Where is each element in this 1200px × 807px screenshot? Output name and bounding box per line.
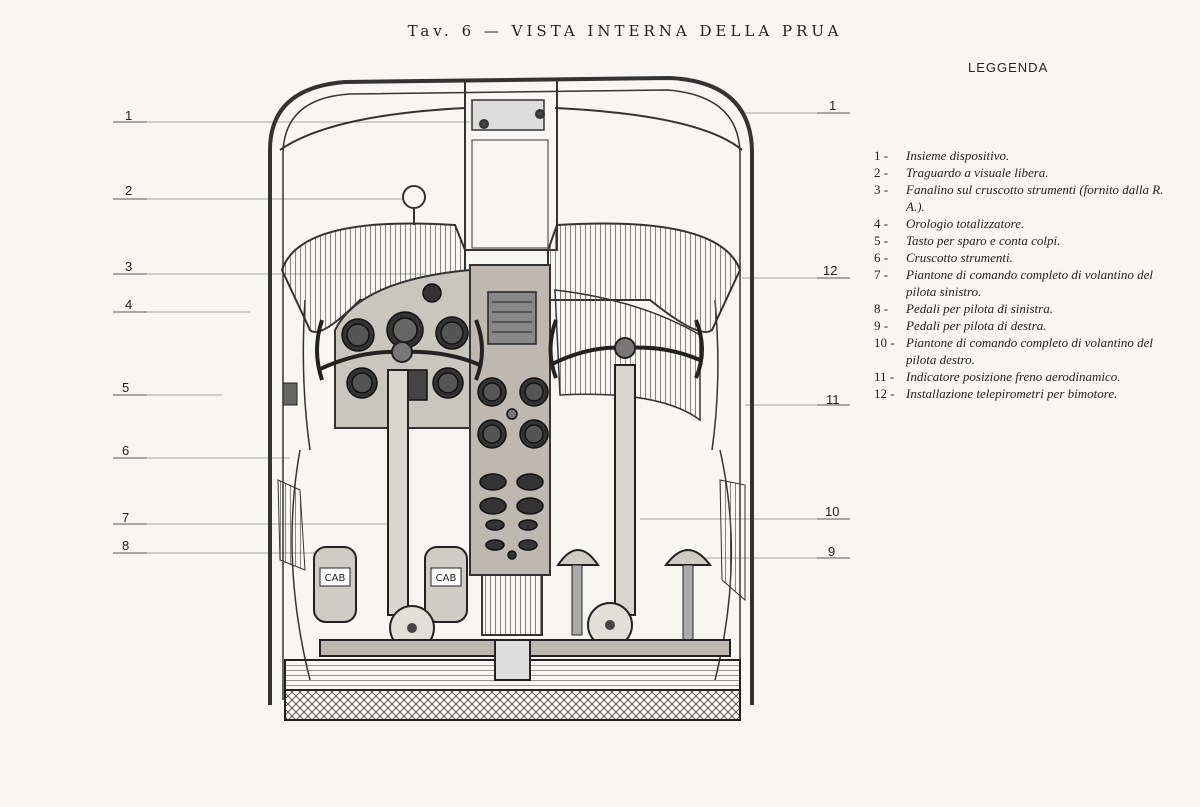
right-floor-panel (719, 479, 746, 602)
callout-6: 6 (122, 443, 130, 458)
legend-item: 3 -Fanalino sul cruscotto strumenti (for… (874, 182, 1164, 214)
legend-item: 1 -Insieme dispositivo. (874, 148, 1010, 163)
legend-list: 1 -Insieme dispositivo. 2 -Traguardo a v… (874, 147, 1164, 402)
legend-item: 4 -Orologio totalizzatore. (874, 216, 1025, 231)
switch-box-lines (492, 301, 532, 333)
svg-text:CAB: CAB (436, 573, 457, 584)
left-side-panel (280, 222, 466, 333)
switch-box (487, 291, 537, 345)
sight-ring (402, 185, 426, 225)
callout-1-right: 1 (829, 98, 837, 113)
left-floor-panel (277, 479, 306, 571)
callout-12: 12 (823, 263, 838, 278)
bomb-sight-frame (464, 79, 558, 251)
center-column-base (481, 574, 543, 636)
legend-item: 8 -Pedali per pilota di sinistra. (874, 301, 1053, 316)
plate-title: Tav. 6 — VISTA INTERNA DELLA PRUA (407, 22, 843, 40)
legend-item: 11 -Indicatore posizione freno aerodinam… (874, 369, 1121, 384)
legend-item: 6 -Cruscotto strumenti. (874, 250, 1013, 265)
pedals-right (556, 549, 712, 648)
legend-heading: LEGGENDA (968, 60, 1049, 75)
legend-item: 12 -Installazione telepirometri per bimo… (874, 386, 1118, 401)
fire-button (282, 382, 298, 406)
legend-item: 9 -Pedali per pilota di destra. (874, 318, 1047, 333)
callout-2: 2 (125, 183, 133, 198)
center-bracket (494, 639, 531, 681)
callout-9: 9 (828, 544, 836, 559)
control-column-left (315, 319, 484, 616)
callout-7: 7 (122, 510, 130, 525)
callout-4: 4 (125, 297, 133, 312)
legend-item: 10 -Piantone di comando completo di vola… (874, 335, 1153, 367)
callout-1-left: 1 (125, 108, 133, 123)
legend-item: 5 -Tasto per sparo e conta colpi. (874, 233, 1061, 248)
svg-text:CAB: CAB (325, 573, 346, 584)
callout-10: 10 (825, 504, 840, 519)
legend-item: 7 -Piantone di comando completo di volan… (874, 267, 1153, 299)
floor-truss (284, 689, 741, 721)
legend-item: 2 -Traguardo a visuale libera. (874, 165, 1049, 180)
callout-3: 3 (125, 259, 133, 274)
control-column-right (548, 319, 704, 616)
callout-8: 8 (122, 538, 130, 553)
gauge-cluster (341, 283, 549, 560)
callout-11: 11 (826, 392, 840, 407)
callout-5: 5 (122, 380, 130, 395)
